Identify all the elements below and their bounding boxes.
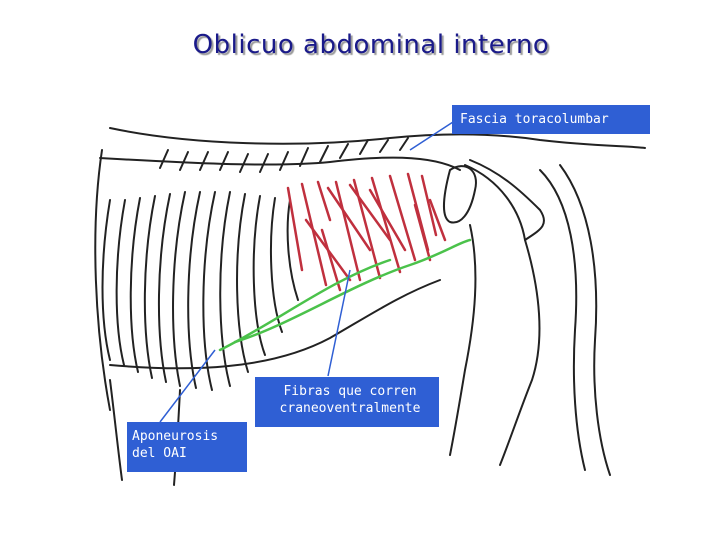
fascia-leader-line (409, 121, 454, 151)
spinous-processes (159, 137, 409, 173)
label-fascia-text: Fascia toracolumbar (460, 112, 609, 127)
chest-outline (94, 149, 111, 411)
dog-anatomy-illustration (94, 121, 646, 486)
tail-2 (559, 164, 611, 476)
ilium (464, 159, 545, 241)
label-aponeurosis: Aponeurosis del OAI (127, 422, 247, 472)
muscle-fibers (286, 172, 447, 292)
forelimb (109, 379, 123, 481)
fibras-leader-line (327, 269, 351, 377)
belly-outline (109, 279, 441, 370)
label-fibras-line2: craneoventralmente (279, 401, 421, 416)
label-fibras: Fibras que corren craneoventralmente (255, 377, 439, 427)
label-fibras-line1: Fibras que corren (283, 384, 417, 399)
label-fascia-toracolumbar: Fascia toracolumbar (452, 105, 650, 134)
aponeurosis-line (218, 238, 472, 352)
ribs (101, 191, 299, 391)
label-apo-line1: Aponeurosis (132, 429, 219, 444)
tail (539, 169, 586, 471)
slide-title: Oblicuo abdominal interno (192, 30, 550, 60)
label-apo-line2: del OAI (132, 446, 187, 461)
hind-leg-front (449, 224, 477, 456)
apo-leader-line (159, 349, 216, 423)
hind-leg-back (499, 239, 541, 466)
pelvis (443, 165, 477, 224)
back-outline (109, 127, 646, 149)
